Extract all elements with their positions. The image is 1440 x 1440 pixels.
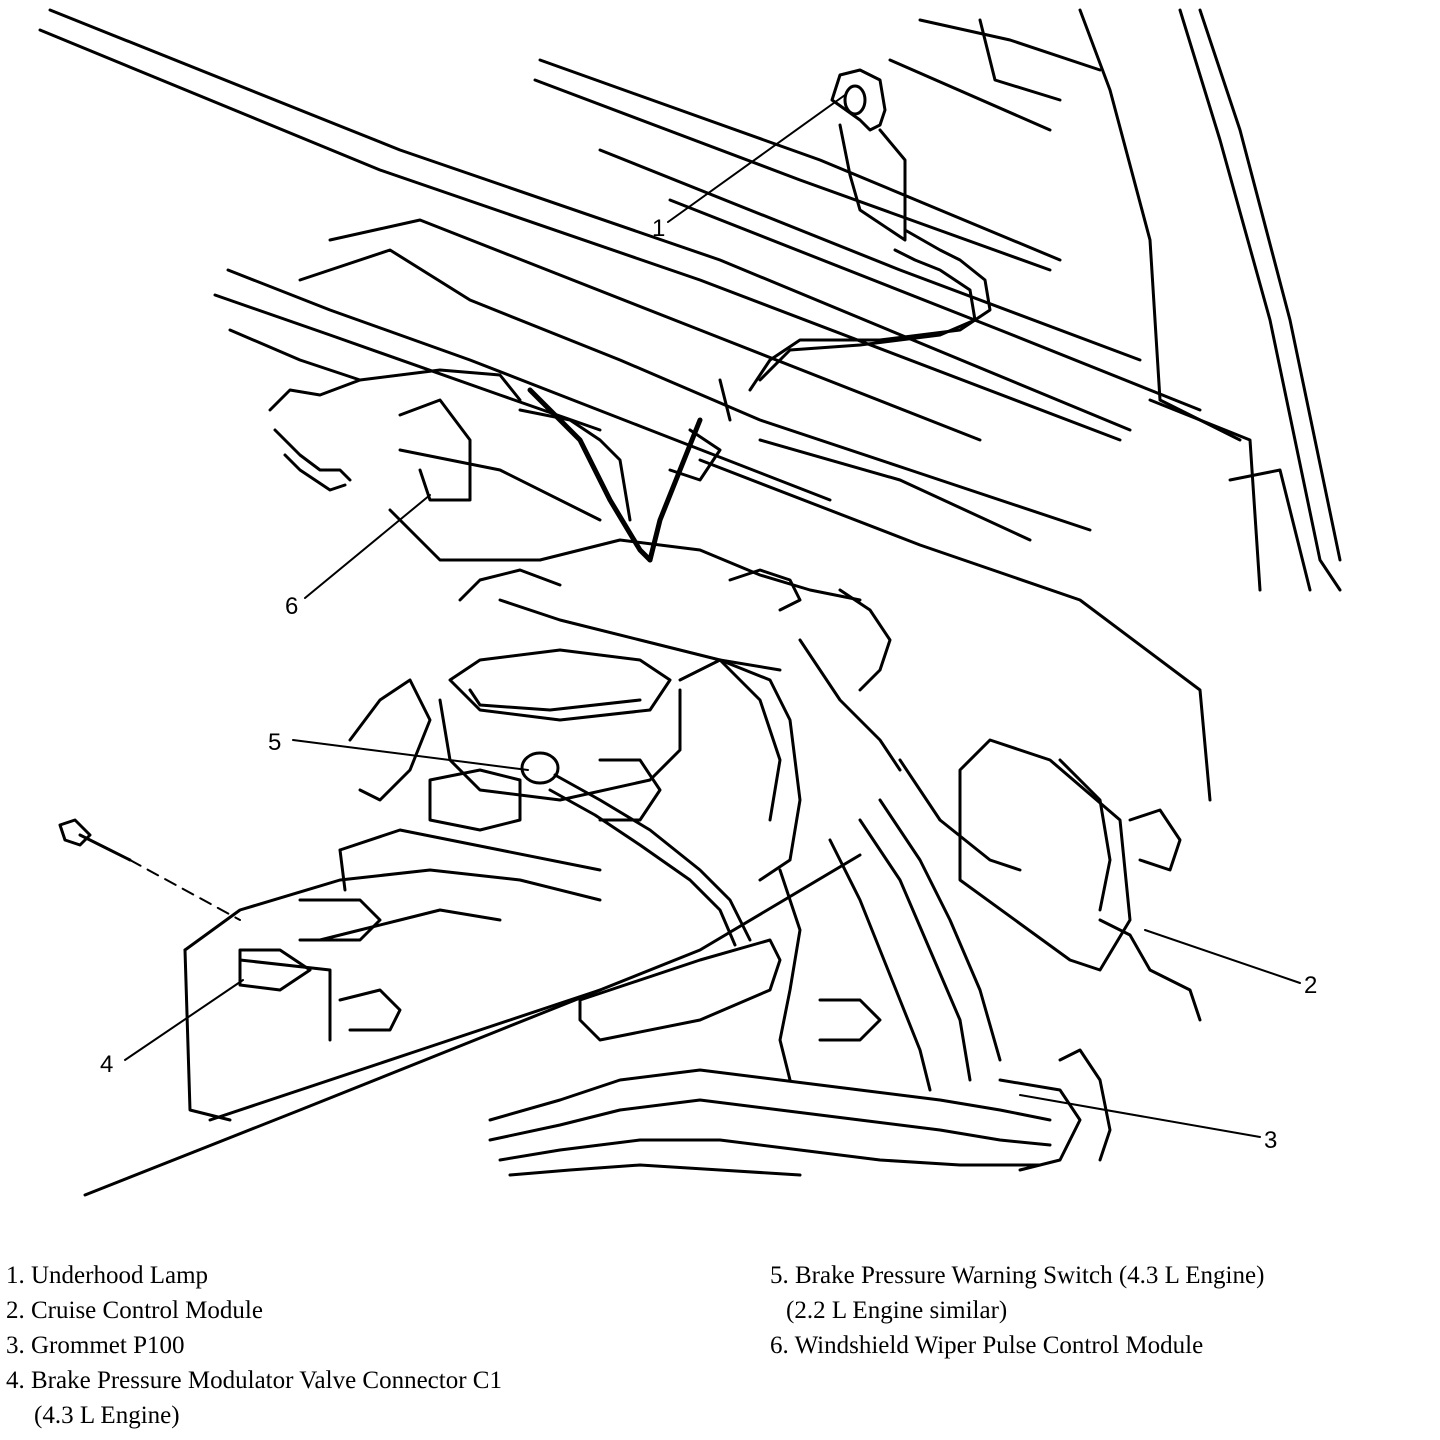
legend-number: 4. [6, 1367, 25, 1394]
wiper-pulse-module [268, 368, 632, 522]
harness-guard [578, 938, 782, 1042]
fender-panel [213, 218, 1212, 802]
legend-number: 2. [6, 1297, 25, 1324]
callout-1: 1 [652, 215, 665, 242]
legend-subtext: (4.3 L Engine) [34, 1402, 180, 1429]
legend-item-4: 4. Brake Pressure Modulator Valve Connec… [6, 1363, 706, 1433]
engine-compartment-diagram: 1 2 3 4 5 6 [38, 8, 1342, 1197]
master-cylinder [348, 648, 802, 882]
callout-labels: 1 2 3 4 5 6 [100, 215, 1317, 1154]
legend-text: Windshield Wiper Pulse Control Module [794, 1332, 1204, 1359]
legend-text: Brake Pressure Warning Switch (4.3 L Eng… [795, 1262, 1265, 1289]
callout-6: 6 [285, 593, 298, 620]
callout-4: 4 [100, 1051, 113, 1078]
legend-number: 1. [6, 1262, 25, 1289]
callout-2: 2 [1304, 972, 1317, 999]
wiring-harness [458, 378, 902, 772]
legend-item-3: 3. Grommet P100 [6, 1328, 706, 1363]
legend-left-column: 1. Underhood Lamp 2. Cruise Control Modu… [6, 1258, 706, 1433]
legend-item-5: 5. Brake Pressure Warning Switch (4.3 L … [770, 1258, 1435, 1328]
legend-right-column: 5. Brake Pressure Warning Switch (4.3 L … [770, 1258, 1435, 1363]
legend-number: 5. [770, 1262, 789, 1289]
battery-and-connector [58, 818, 862, 1197]
legend-subtext: (2.2 L Engine similar) [786, 1297, 1008, 1324]
leader-lines [124, 94, 1301, 1138]
legend-text: Underhood Lamp [31, 1262, 209, 1289]
legend-item-6: 6. Windshield Wiper Pulse Control Module [770, 1328, 1435, 1363]
callout-5: 5 [268, 729, 281, 756]
legend-item-2: 2. Cruise Control Module [6, 1293, 706, 1328]
legend-text: Brake Pressure Modulator Valve Connector… [31, 1367, 502, 1394]
legend-text: Grommet P100 [31, 1332, 185, 1359]
callout-3: 3 [1264, 1127, 1277, 1154]
legend-number: 3. [6, 1332, 25, 1359]
legend: 1. Underhood Lamp 2. Cruise Control Modu… [0, 1258, 1440, 1440]
hood-panel-lines [38, 8, 1342, 592]
brake-pressure-switch [520, 751, 752, 947]
legend-item-1: 1. Underhood Lamp [6, 1258, 706, 1293]
underhood-lamp [748, 68, 992, 392]
cruise-control-module [898, 738, 1202, 1022]
grommet-bundle [488, 798, 1112, 1177]
legend-number: 6. [770, 1332, 789, 1359]
legend-text: Cruise Control Module [31, 1297, 263, 1324]
